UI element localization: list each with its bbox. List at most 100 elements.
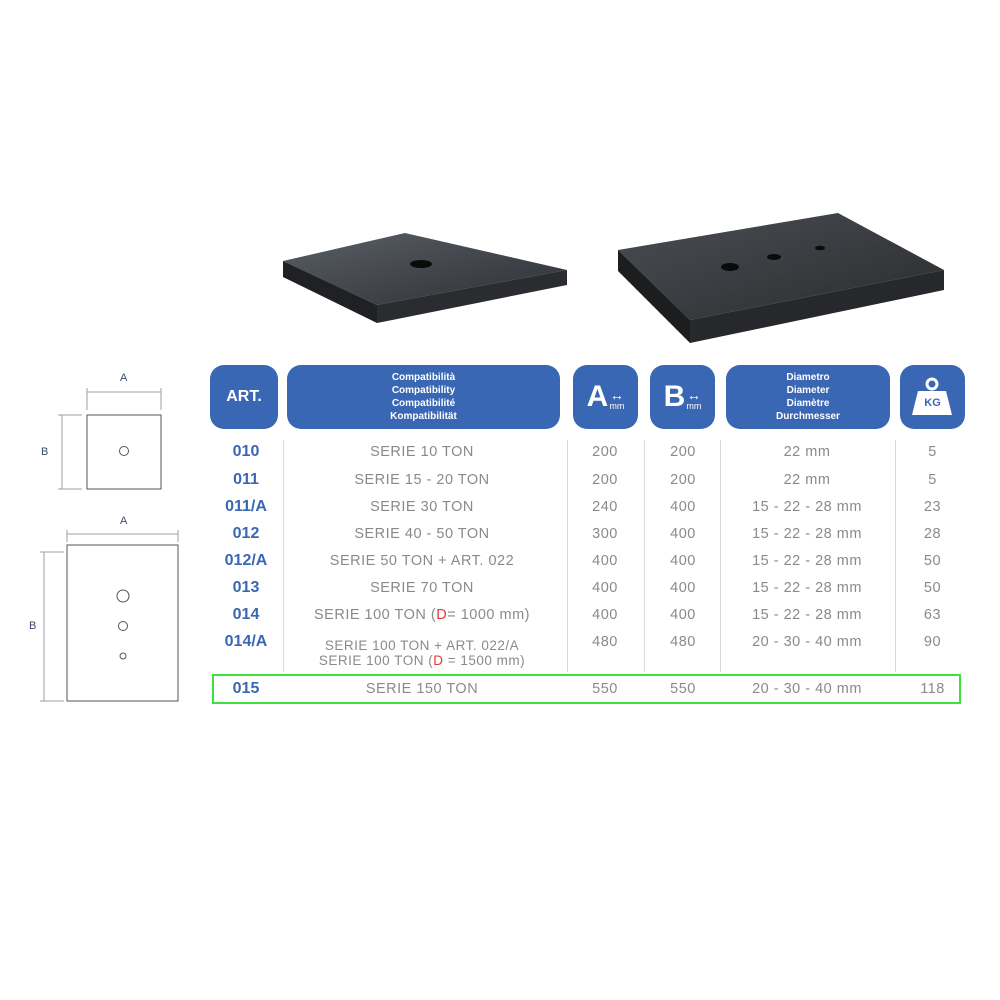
dimension-b: 400 xyxy=(670,498,696,515)
column-separator xyxy=(644,440,645,672)
weight-value: 50 xyxy=(923,579,942,596)
weight-value: 50 xyxy=(923,552,942,569)
weight-value: 5 xyxy=(928,443,937,460)
column-separator xyxy=(720,440,721,672)
diameter-en: Diameter xyxy=(786,385,830,396)
art-code: 010 xyxy=(232,442,260,460)
header-b-letter: B xyxy=(663,380,686,413)
column-separator xyxy=(895,440,896,672)
dimension-a: 480 xyxy=(592,633,618,650)
unit-mm: mm xyxy=(609,401,625,411)
diagram-label-b-top: B xyxy=(41,446,49,458)
plate-photo-single-hole xyxy=(283,233,567,323)
weight-icon xyxy=(912,377,952,415)
diagram-label-a-top: A xyxy=(120,372,128,384)
dimension-b: 200 xyxy=(670,471,696,488)
dimension-a: 400 xyxy=(592,579,618,596)
header-kg-label: KG xyxy=(924,397,941,409)
dimension-b: 400 xyxy=(670,606,696,623)
diameter-de: Durchmesser xyxy=(776,411,840,422)
table-row: 012/A SERIE 50 TON + ART. 022 400 400 15… xyxy=(210,547,965,574)
dimension-a: 300 xyxy=(592,525,618,542)
compat-de: Kompatibilität xyxy=(390,411,457,422)
dimension-b: 400 xyxy=(670,552,696,569)
table-row: 014 SERIE 100 TON (D = 1000 mm) 400 400 … xyxy=(210,601,965,628)
weight-value: 28 xyxy=(923,525,942,542)
compatibility-value: SERIE 15 - 20 TON xyxy=(354,471,490,488)
column-separator xyxy=(567,440,568,672)
art-code: 013 xyxy=(232,578,260,596)
dimension-a: 400 xyxy=(592,552,618,569)
compatibility-value: SERIE 10 TON xyxy=(370,443,474,460)
compatibility-value: SERIE 100 TON (D = 1000 mm) xyxy=(314,606,530,623)
dimension-b: 400 xyxy=(670,579,696,596)
compatibility-line-1: SERIE 100 TON + ART. 022/A xyxy=(324,638,520,653)
table-row: 013 SERIE 70 TON 400 400 15 - 22 - 28 mm… xyxy=(210,574,965,601)
column-separator xyxy=(283,440,284,672)
diagram-single-hole xyxy=(58,388,162,490)
diameter-value: 15 - 22 - 28 mm xyxy=(752,552,862,569)
compatibility-value: SERIE 50 TON + ART. 022 xyxy=(329,552,515,569)
compat-it: Compatibilità xyxy=(391,372,456,383)
diameter-fr: Diamètre xyxy=(786,398,830,409)
weight-value: 5 xyxy=(928,471,937,488)
header-compatibility: Compatibilità Compatibility Compatibilit… xyxy=(287,365,560,429)
diameter-value: 15 - 22 - 28 mm xyxy=(752,606,862,623)
header-art: ART. xyxy=(210,365,278,429)
diameter-value: 20 - 30 - 40 mm xyxy=(752,680,862,697)
technical-diagrams xyxy=(40,388,179,702)
table-row-highlighted: 015 SERIE 150 TON 550 550 20 - 30 - 40 m… xyxy=(210,675,965,702)
header-a-mm: A ↔mm xyxy=(573,365,638,429)
compatibility-value: SERIE 40 - 50 TON xyxy=(354,525,490,542)
weight-value: 63 xyxy=(923,606,942,623)
diameter-value: 15 - 22 - 28 mm xyxy=(752,579,862,596)
art-code: 014 xyxy=(232,605,260,623)
dimension-b: 400 xyxy=(670,525,696,542)
table-row: 014/A SERIE 100 TON + ART. 022/A SERIE 1… xyxy=(210,628,965,672)
art-code: 011 xyxy=(233,470,259,488)
dimension-a: 240 xyxy=(592,498,618,515)
header-a-letter: A xyxy=(586,380,609,413)
row-highlight-box xyxy=(212,674,961,704)
diagram-label-b-bottom: B xyxy=(29,620,37,632)
header-weight-kg: KG xyxy=(900,365,965,429)
unit-mm: mm xyxy=(686,401,702,411)
arrow-horizontal-icon: ↔ xyxy=(686,387,701,403)
compatibility-value: SERIE 150 TON xyxy=(365,680,479,697)
diameter-value: 15 - 22 - 28 mm xyxy=(752,498,862,515)
art-code: 015 xyxy=(232,679,260,697)
art-code: 011/A xyxy=(225,497,267,515)
header-b-mm: B ↔mm xyxy=(650,365,715,429)
table-row: 010 SERIE 10 TON 200 200 22 mm 5 xyxy=(210,438,965,465)
dimension-a: 200 xyxy=(592,443,618,460)
dimension-a: 200 xyxy=(592,471,618,488)
diameter-it: Diametro xyxy=(786,372,830,383)
weight-value: 90 xyxy=(923,633,942,650)
compat-fr: Compatibilité xyxy=(391,398,456,409)
compat-en: Compatibility xyxy=(391,385,456,396)
compatibility-value: SERIE 70 TON xyxy=(370,579,474,596)
art-code: 014/A xyxy=(224,632,268,650)
art-code: 012/A xyxy=(224,551,268,569)
weight-value: 118 xyxy=(920,680,945,697)
weight-value: 23 xyxy=(923,498,942,515)
diameter-value: 22 mm xyxy=(783,443,831,460)
dimension-a: 400 xyxy=(592,606,618,623)
compatibility-line-2: SERIE 100 TON (D = 1500 mm) xyxy=(318,653,526,668)
diameter-value: 22 mm xyxy=(783,471,831,488)
table-row: 011/A SERIE 30 TON 240 400 15 - 22 - 28 … xyxy=(210,493,965,520)
diameter-value: 15 - 22 - 28 mm xyxy=(752,525,862,542)
dimension-a: 550 xyxy=(592,680,618,697)
art-code: 012 xyxy=(232,524,260,542)
dimension-b: 200 xyxy=(670,443,696,460)
table-row: 012 SERIE 40 - 50 TON 300 400 15 - 22 - … xyxy=(210,520,965,547)
header-art-label: ART. xyxy=(226,388,262,405)
diagram-three-holes xyxy=(40,530,179,702)
diameter-value: 20 - 30 - 40 mm xyxy=(752,633,862,650)
plate-photo-three-holes xyxy=(618,213,944,343)
dimension-b: 480 xyxy=(670,633,696,650)
compatibility-value: SERIE 100 TON + ART. 022/A SERIE 100 TON… xyxy=(286,632,558,674)
dimension-b: 550 xyxy=(670,680,696,697)
compatibility-value: SERIE 30 TON xyxy=(370,498,474,515)
arrow-horizontal-icon: ↔ xyxy=(609,387,624,403)
